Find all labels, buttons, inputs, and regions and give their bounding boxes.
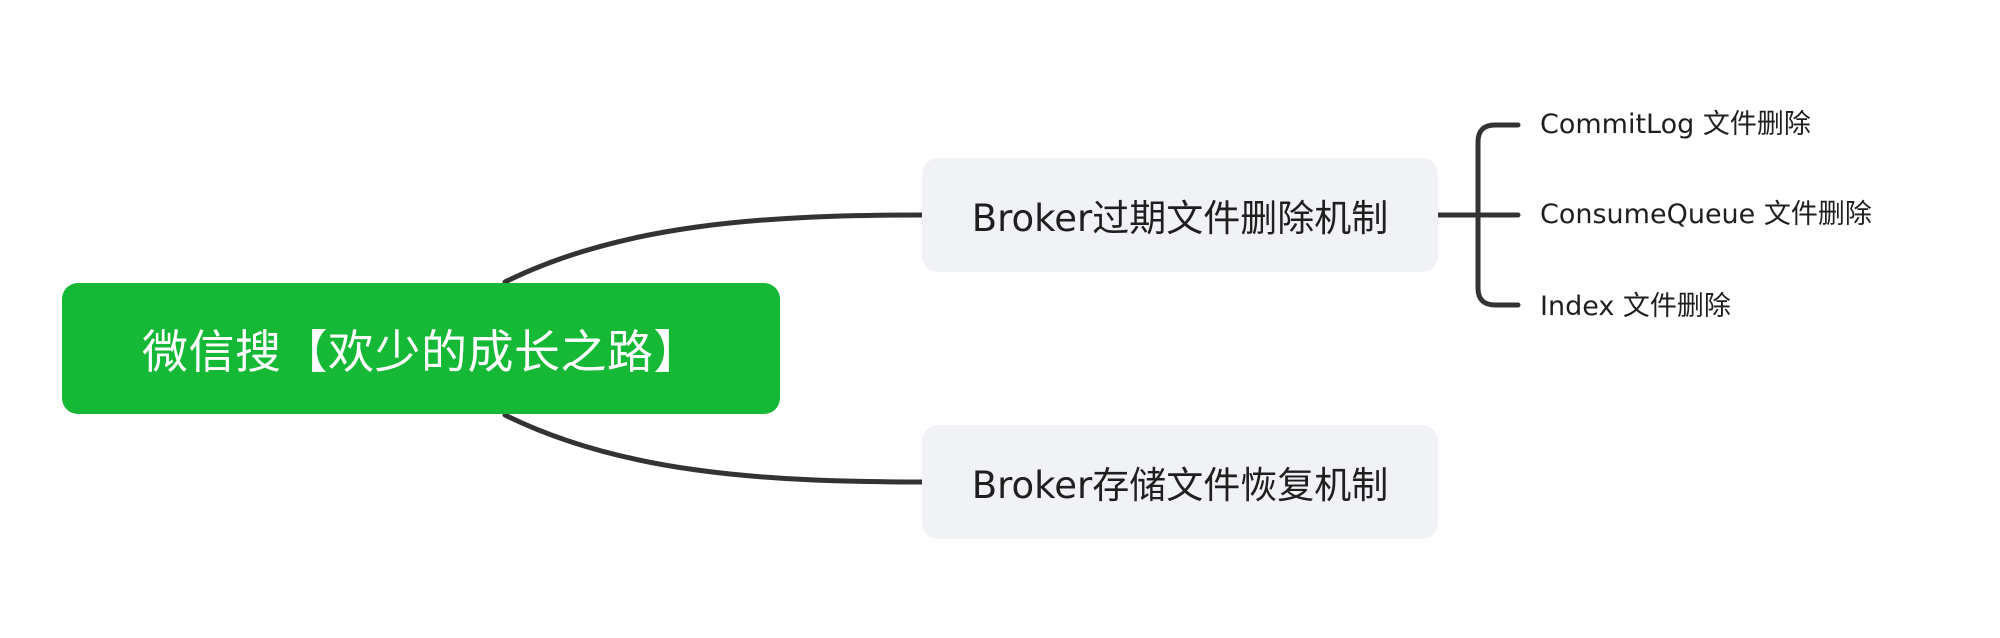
- branch-node-label: Broker存储文件恢复机制: [971, 464, 1389, 507]
- leaf-node-consumequeue-deletion[interactable]: ConsumeQueue 文件删除: [1540, 199, 1872, 230]
- branch-node-label: Broker过期文件删除机制: [971, 197, 1389, 240]
- leaf-node-commitlog-deletion[interactable]: CommitLog 文件删除: [1540, 109, 1811, 140]
- edge-root-to-branch-1: [502, 212, 925, 285]
- branch-node-expired-file-deletion[interactable]: Broker过期文件删除机制: [922, 158, 1438, 272]
- root-node-label: 微信搜【欢少的成长之路】: [142, 324, 700, 379]
- edge-root-to-branch-2: [502, 412, 925, 485]
- leaf-node-index-deletion[interactable]: Index 文件删除: [1540, 291, 1731, 322]
- root-node[interactable]: 微信搜【欢少的成长之路】: [62, 283, 780, 414]
- branch-node-storage-recovery[interactable]: Broker存储文件恢复机制: [922, 425, 1438, 539]
